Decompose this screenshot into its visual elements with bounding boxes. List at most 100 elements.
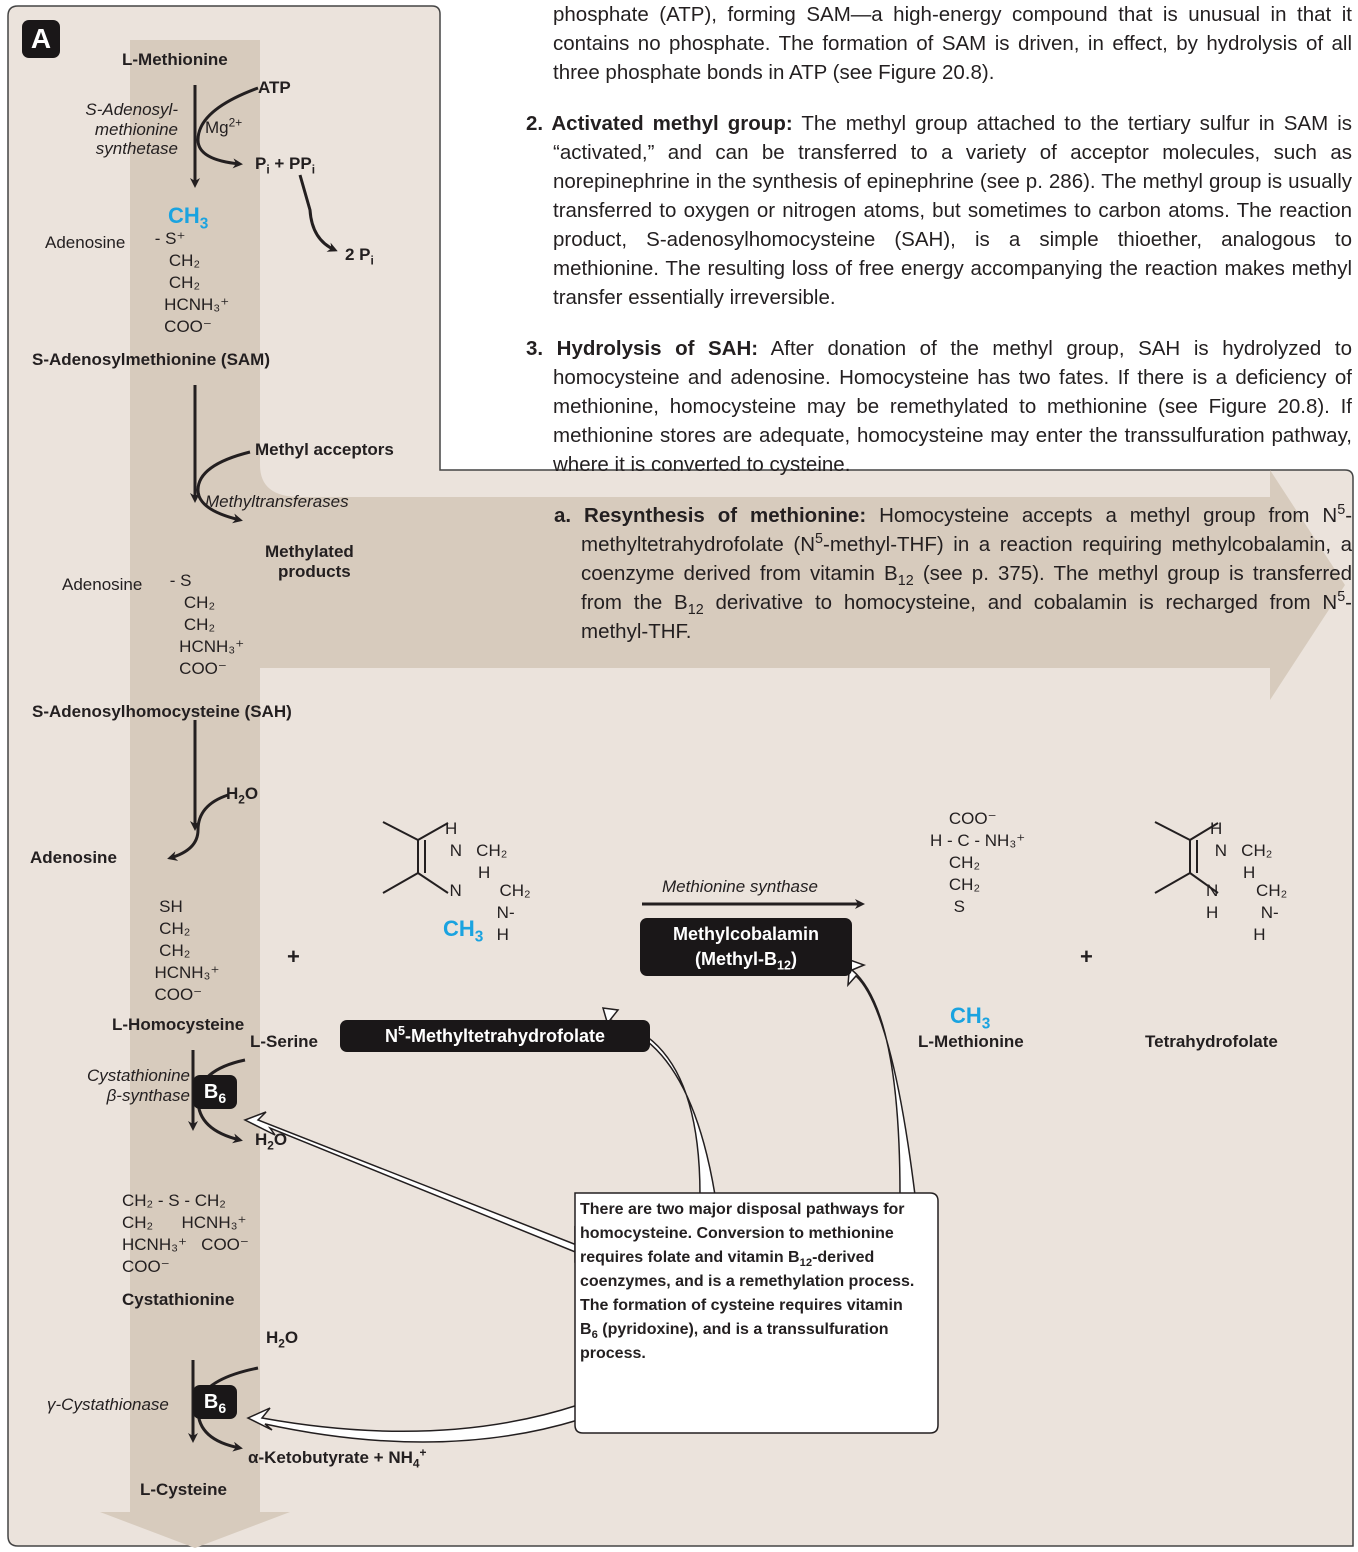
item-activated-methyl: 2. Activated methyl group: The methyl gr… — [526, 109, 1352, 312]
enzyme-line-2: methionine — [94, 119, 178, 139]
t2: 5 — [1337, 502, 1346, 519]
panel-background — [7, 5, 1354, 1547]
t11: -methyl-THF. — [581, 591, 1352, 643]
plus-left: + — [287, 944, 300, 969]
mc-line-2: (Methyl-B12) — [640, 947, 852, 972]
adenosine-out-label: Adenosine — [30, 848, 117, 867]
callout-part-3: (pyridoxine), and is a transsulfuration … — [580, 1321, 889, 1362]
mc-sub: 12 — [776, 958, 791, 973]
ketobutyrate-label: α-Ketobutyrate + NH4+ — [248, 1445, 427, 1471]
t7: (see p. 375). The methyl group is transf… — [581, 562, 1352, 614]
pi-ppi-label: Pi + PPi — [255, 154, 316, 177]
callout-text: There are two major disposal pathways fo… — [580, 1198, 918, 1366]
ch3-text-2: CH — [443, 916, 475, 941]
mp-line-2: products — [278, 561, 351, 581]
thf-ring-bonds — [1154, 821, 1219, 894]
mg-sup: 2+ — [228, 115, 243, 130]
plus-right: + — [1080, 944, 1093, 969]
pp-text: + PP — [269, 154, 312, 173]
panel-label-badge: A — [22, 20, 60, 58]
t9: derivative to homocysteine, and cobalami… — [703, 591, 1338, 614]
thf-ring: H N CH₂ H — [1210, 819, 1273, 882]
thf-ring-lower: N CH₂ H N- H — [1206, 881, 1288, 944]
n5-thf-ring-lower: N CH₂ N- H — [449, 881, 531, 944]
methyltransferases-label: Methyltransferases — [205, 492, 349, 511]
homocysteine-structure: SH CH₂ CH₂ HCNH₃⁺ COO⁻ — [154, 897, 220, 1004]
h2o-in2-label: H2O — [266, 1328, 299, 1351]
n5-prefix: N — [384, 1026, 398, 1046]
two-pi-label: 2 Pi — [345, 245, 374, 268]
two-p-sub: i — [370, 253, 374, 268]
item3a-heading: a. Resynthesis of methionine: — [554, 504, 867, 527]
sam-structure: - S⁺ CH₂ CH₂ HCNH₃⁺ COO⁻ — [154, 229, 230, 336]
gamma-cystathionase-label: γ-Cystathionase — [47, 1395, 169, 1414]
item2-body: The methyl group attached to the tertiar… — [553, 112, 1353, 309]
body-text: phosphate (ATP), forming SAM—a high-ener… — [514, 0, 1352, 668]
methionine-top-label: L-Methionine — [122, 50, 228, 69]
n5-ring-bonds — [382, 821, 449, 894]
adenosine-sam-label: Adenosine — [45, 233, 126, 252]
methionine-synthase-label: Methionine synthase — [662, 877, 818, 896]
t10: 5 — [1337, 589, 1346, 606]
sah-name: S-Adenosylhomocysteine (SAH) — [32, 702, 292, 721]
two-p-text: 2 P — [345, 245, 371, 264]
ch3-text-3: CH — [950, 1003, 982, 1028]
b6-badge-2: B6 — [193, 1385, 237, 1419]
methylated-products-label: Methylated products — [265, 542, 354, 581]
item-resynthesis: a. Resynthesis of methionine: Homocystei… — [554, 501, 1352, 646]
b6-text-1: B — [203, 1081, 219, 1103]
cbs-line-1: Cystathionine — [86, 1066, 190, 1085]
enzyme-line-3: synthetase — [95, 139, 178, 159]
nh4-sub: 4 — [412, 1456, 420, 1471]
t6: 12 — [897, 573, 914, 590]
p-text: P — [255, 154, 267, 173]
h2o-out-label: H2O — [255, 1130, 288, 1153]
atp-label: ATP — [258, 78, 291, 97]
ch3-sub-3: 3 — [981, 1015, 991, 1033]
callout-sub-2: 6 — [591, 1329, 598, 1342]
mg-label: Mg2+ — [205, 115, 243, 138]
methionine-methyl-ch3: CH3 — [950, 1003, 990, 1032]
callout-box — [574, 1192, 939, 1434]
adenosine-sah-label: Adenosine — [62, 575, 143, 594]
mc-line-1: Methylcobalamin — [672, 924, 820, 944]
intro-paragraph: phosphate (ATP), forming SAM—a high-ener… — [553, 3, 1352, 84]
item3-body: After donation of the methyl group, SAH … — [553, 337, 1353, 476]
sam-methyl-ch3: CH3 — [168, 203, 208, 232]
ch3-text: CH — [168, 203, 200, 228]
enzyme-sam-synthetase: S-Adenosyl- methionine synthetase — [78, 100, 178, 159]
h-text: H — [226, 784, 239, 803]
mg-text: Mg — [205, 118, 229, 137]
mp-line-1: Methylated — [265, 542, 354, 561]
t8: 12 — [687, 602, 704, 619]
callout-part-2: -derived coenzymes, and is a remethylati… — [580, 1249, 915, 1338]
kb-text: α-Ketobutyrate + NH — [248, 1448, 413, 1467]
ch3-sub: 3 — [199, 215, 209, 233]
sam-name: S-Adenosylmethionine (SAM) — [32, 350, 271, 369]
h2o-in-label: H2O — [226, 784, 259, 807]
sah-structure: - S CH₂ CH₂ HCNH₃⁺ COO⁻ — [169, 571, 245, 678]
nh4-sup: + — [419, 1445, 427, 1460]
b6-text-2: B — [203, 1391, 219, 1413]
n5-methyl-ch3: CH3 — [443, 916, 483, 945]
serine-label: L-Serine — [250, 1032, 319, 1051]
cbs-line-2: β-synthase — [106, 1085, 190, 1105]
item3-heading: 3. Hydrolysis of SAH: — [526, 337, 759, 360]
ch3-sub-2: 3 — [474, 928, 484, 946]
methylcobalamin-badge: Methylcobalamin (Methyl-B12) — [640, 918, 852, 976]
methionine-right-label: L-Methionine — [918, 1032, 1024, 1051]
cysteine-label: L-Cysteine — [140, 1480, 227, 1499]
callout-sub-1: 12 — [799, 1257, 813, 1270]
item2-heading: 2. Activated methyl group: — [526, 112, 793, 135]
thf-label: Tetrahydrofolate — [1145, 1032, 1278, 1051]
horizontal-pathway-arrow — [260, 465, 1345, 700]
pp-sub: i — [311, 162, 316, 177]
n5-rest: -Methyltetrahydrofolate — [404, 1026, 606, 1046]
p-sub: i — [266, 162, 270, 177]
cbs-enzyme-label: Cystathionine β-synthase — [72, 1066, 190, 1105]
h-text-2: H — [255, 1130, 268, 1149]
callout-part-1: There are two major disposal pathways fo… — [580, 1201, 905, 1266]
t4: 5 — [815, 531, 823, 548]
t1: Homocysteine accepts a methyl group from… — [866, 504, 1338, 527]
